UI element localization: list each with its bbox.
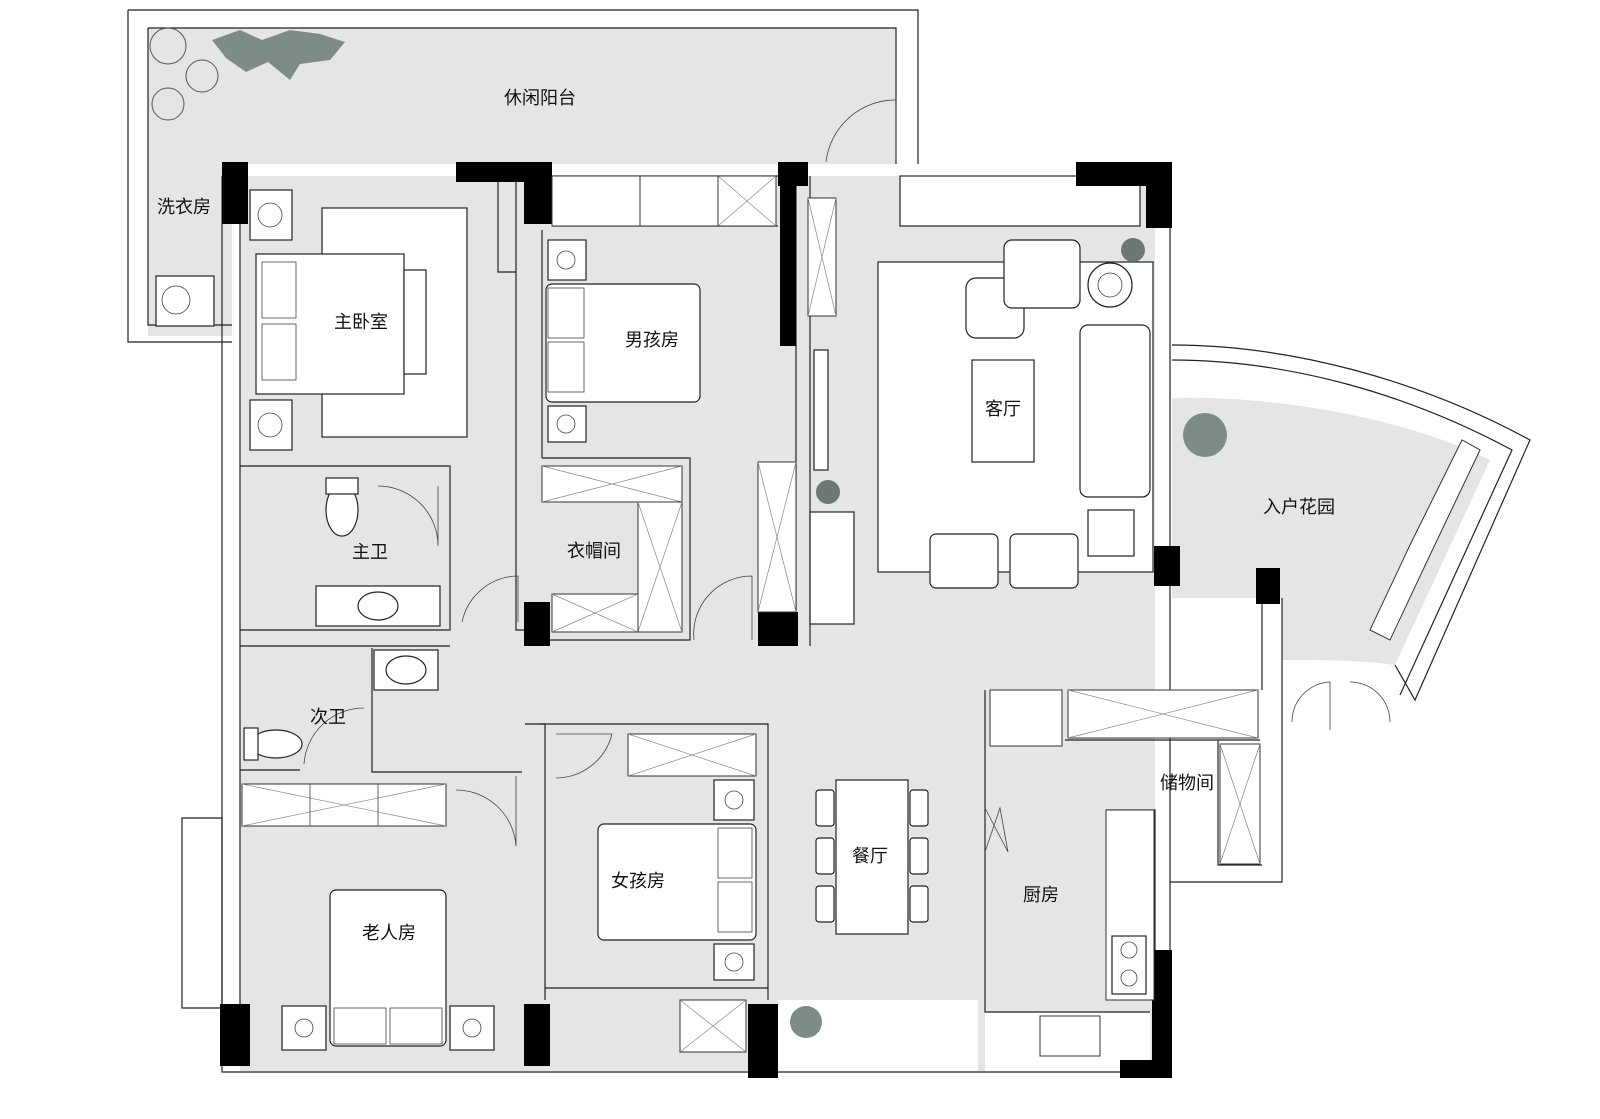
label-master-bedroom: 主卧室 [334,312,388,333]
label-master-bath: 主卫 [352,542,388,563]
doors [303,99,1391,853]
label-boys-room: 男孩房 [625,330,679,351]
label-dining: 餐厅 [852,846,888,867]
label-entry-garden: 入户花园 [1263,497,1335,518]
room-labels: 休闲阳台 洗衣房 主卧室 男孩房 客厅 入户花园 主卫 衣帽间 次卫 储物间 餐… [157,88,1335,944]
label-kitchen: 厨房 [1023,885,1059,906]
cabinets [241,175,1481,1057]
outlines [127,9,1531,1073]
plants [149,27,1227,1038]
label-girls-room: 女孩房 [611,871,665,892]
walls [220,162,1280,1078]
furniture [155,189,1151,1051]
label-second-bath: 次卫 [310,707,346,728]
label-wardrobe: 衣帽间 [567,541,621,562]
label-laundry: 洗衣房 [157,197,211,218]
label-balcony: 休闲阳台 [504,88,576,109]
label-storage: 储物间 [1160,773,1214,794]
label-elder-room: 老人房 [362,923,416,944]
label-living-room: 客厅 [985,399,1021,420]
